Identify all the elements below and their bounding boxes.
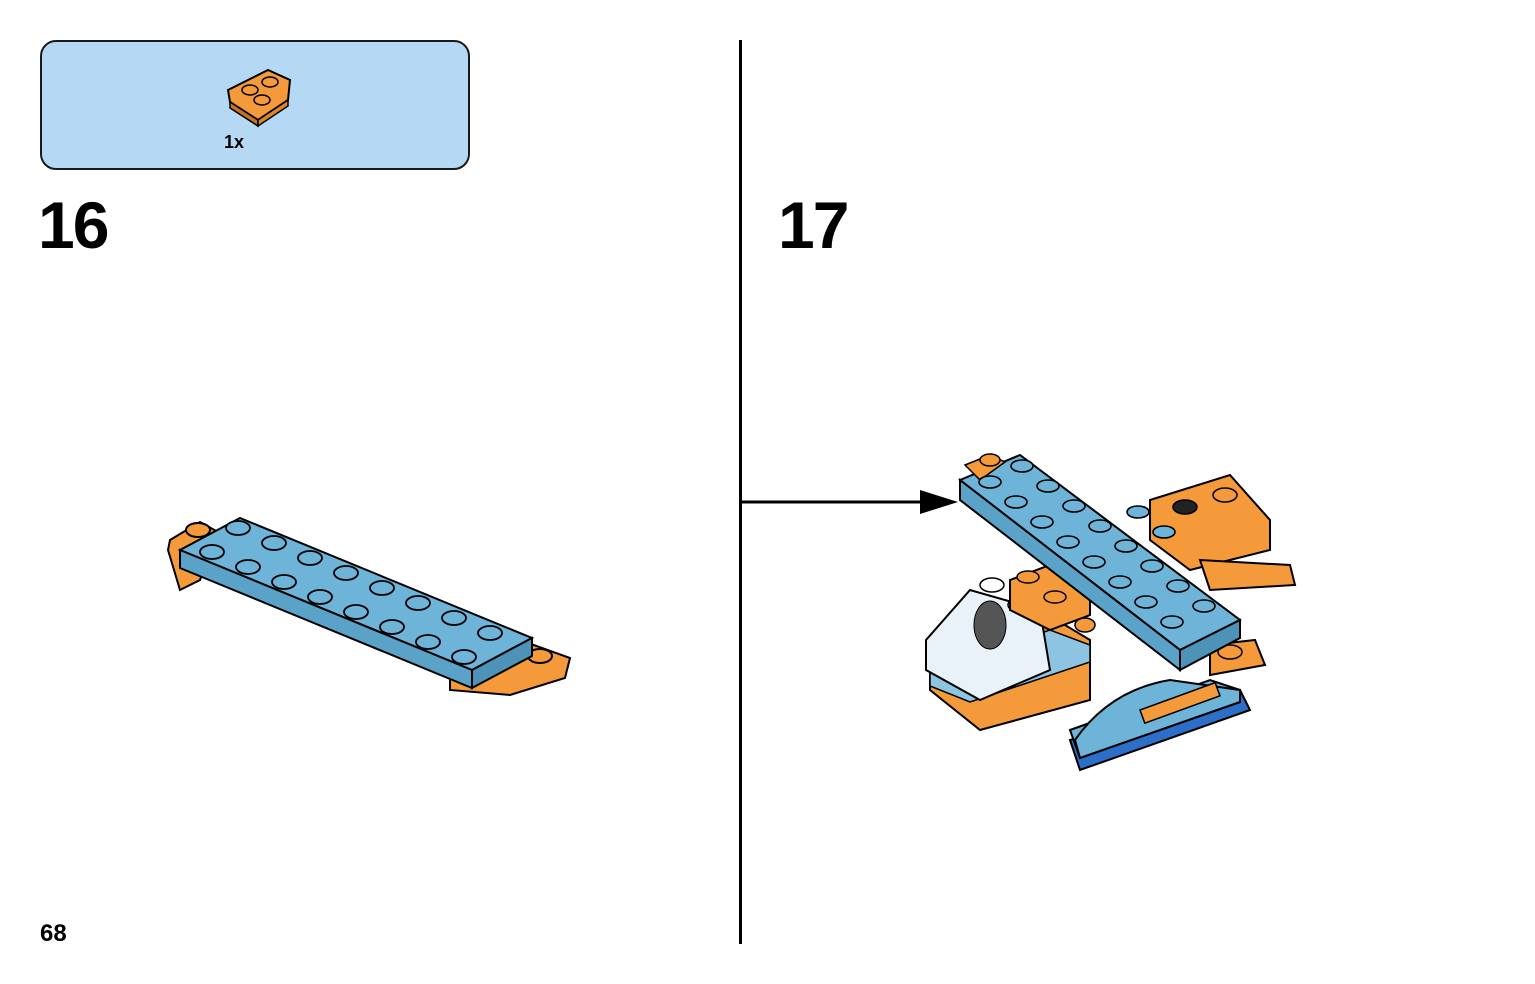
page-number: 68 — [40, 920, 67, 947]
parts-callout: 1x — [40, 40, 470, 170]
step-17-model-illustration — [925, 453, 1297, 772]
step-16-model-illustration — [166, 516, 572, 697]
step-number-17: 17 — [778, 188, 849, 262]
step-number-16: 16 — [38, 188, 109, 262]
part-quantity: 1x — [224, 132, 245, 152]
orange-wedge-plate-icon — [226, 68, 292, 128]
placement-arrow-icon — [740, 490, 958, 514]
page-divider — [739, 40, 742, 944]
